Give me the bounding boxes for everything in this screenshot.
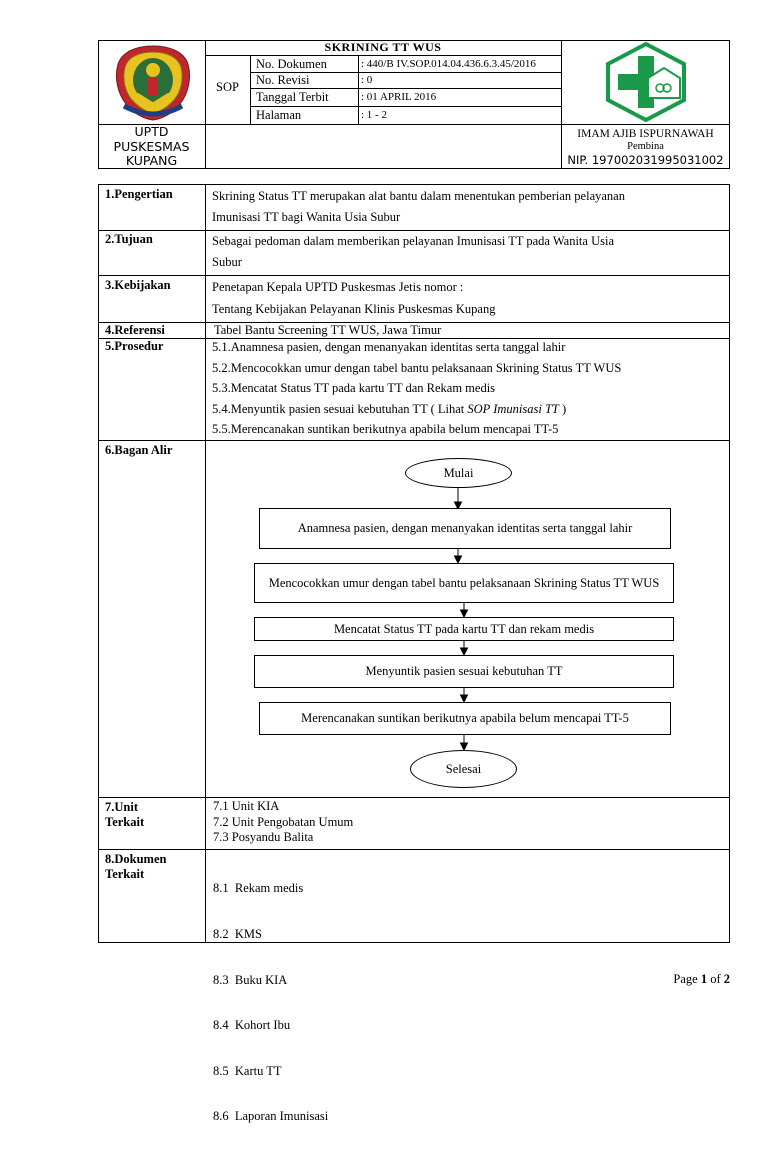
signer-role: Pembina	[627, 141, 664, 152]
signer-block: IMAM AJIB ISPURNAWAH Pembina NIP. 197002…	[561, 127, 730, 168]
kebijakan-line-2: Tentang Kebijakan Pelayanan Klinis Puske…	[212, 302, 496, 316]
flowchart-step-1: Anamnesa pasien, dengan menanyakan ident…	[259, 508, 671, 549]
field-value-halaman: : 1 - 2	[361, 109, 387, 121]
prosedur-step-4: 5.4.Menyuntik pasien sesuai kebutuhan TT…	[212, 399, 724, 420]
field-label-no-dokumen: No. Dokumen	[256, 57, 327, 71]
page-prefix: Page	[673, 972, 701, 986]
prosedur-step-5: 5.5.Merencanakan suntikan berikutnya apa…	[212, 422, 559, 437]
org-name-line-2: PUSKESMAS	[113, 138, 190, 154]
kebijakan-line-1: Penetapan Kepala UPTD Puskesmas Jetis no…	[212, 280, 464, 294]
document-title: SKRINING TT WUS	[324, 40, 442, 54]
section-label-pengertian: 1.Pengertian	[105, 187, 173, 201]
field-label-tanggal-terbit: Tanggal Terbit	[256, 90, 329, 104]
flowchart-arrows	[453, 488, 469, 752]
section-text-tujuan: Sebagai pedoman dalam memberikan pelayan…	[212, 231, 724, 273]
page-total: 2	[723, 972, 730, 986]
field-value-no-revisi: : 0	[361, 74, 373, 86]
org-name-line-3: KUPANG	[125, 153, 178, 168]
section-label-kebijakan: 3.Kebijakan	[105, 278, 171, 292]
prosedur-step-4-suffix: )	[558, 401, 567, 416]
field-value-no-dokumen: : 440/B IV.SOP.014.04.436.6.3.45/2016	[361, 58, 536, 70]
dokumen-terkait-item: 8.4 Kohort Ibu	[213, 1018, 291, 1033]
flowchart-start: Mulai	[405, 458, 512, 488]
flowchart-end: Selesai	[410, 750, 517, 788]
section-text-kebijakan: Penetapan Kepala UPTD Puskesmas Jetis no…	[212, 276, 724, 320]
dokumen-terkait-item: 8.2 KMS	[213, 927, 262, 942]
sop-label: SOP	[216, 80, 239, 94]
dokumen-terkait-label-line-1: 8.Dokumen	[105, 852, 167, 866]
section-label-referensi: 4.Referensi	[105, 323, 165, 337]
field-label-halaman: Halaman	[256, 108, 302, 122]
signer-name: IMAM AJIB ISPURNAWAH	[577, 128, 714, 140]
prosedur-step-2: 5.2.Mencocokkan umur dengan tabel bantu …	[212, 360, 622, 375]
unit-terkait-label-line-2: Terkait	[105, 815, 145, 829]
page-of: of	[707, 972, 724, 986]
section-label-dokumen-terkait: 8.Dokumen Terkait	[105, 852, 166, 882]
prosedur-step-4-prefix: 5.4.Menyuntik pasien sesuai kebutuhan TT…	[212, 401, 468, 416]
prosedur-step-3: 5.3.Mencatat Status TT pada kartu TT dan…	[212, 381, 496, 396]
flowchart-step-2: Mencocokkan umur dengan tabel bantu pela…	[254, 563, 674, 603]
prosedur-step-1: 5.1.Anamnesa pasien, dengan menanyakan i…	[212, 340, 566, 354]
unit-terkait-label-line-1: 7.Unit	[105, 800, 138, 814]
unit-terkait-item: 7.3 Posyandu Balita	[213, 830, 314, 844]
unit-terkait-item: 7.1 Unit KIA	[213, 799, 280, 813]
page-number: Page 1 of 2	[667, 957, 730, 987]
org-name: UPTD PUSKESMAS KUPANG	[98, 124, 205, 169]
flowchart-step-5: Merencanakan suntikan berikutnya apabila…	[259, 702, 671, 735]
tujuan-line-2: Subur	[212, 255, 242, 269]
prosedur-step-4-sop-ref: SOP Imunisasi TT	[467, 401, 559, 416]
unit-terkait-item: 7.2 Unit Pengobatan Umum	[213, 814, 354, 829]
section-label-prosedur: 5.Prosedur	[105, 339, 164, 353]
pengertian-line-2: Imunisasi TT bagi Wanita Usia Subur	[212, 210, 401, 224]
page-current: 1	[700, 972, 708, 986]
flowchart-step-3: Mencatat Status TT pada kartu TT dan rek…	[254, 617, 674, 641]
section-text-pengertian: Skrining Status TT merupakan alat bantu …	[212, 186, 724, 228]
section-text-referensi: Tabel Bantu Screening TT WUS, Jawa Timur	[214, 323, 442, 337]
section-label-tujuan: 2.Tujuan	[105, 232, 153, 246]
dokumen-terkait-item: 8.6 Laporan Imunisasi	[213, 1109, 329, 1124]
dokumen-terkait-item: 8.1 Rekam medis	[213, 881, 304, 896]
pengertian-line-1: Skrining Status TT merupakan alat bantu …	[212, 189, 625, 203]
org-name-line-1: UPTD	[134, 124, 169, 139]
prosedur-steps: 5.1.Anamnesa pasien, dengan menanyakan i…	[212, 337, 724, 440]
field-label-no-revisi: No. Revisi	[256, 73, 310, 87]
unit-terkait-list: 7.1 Unit KIA 7.2 Unit Pengobatan Umum 7.…	[213, 799, 353, 846]
dokumen-terkait-label-line-2: Terkait	[105, 867, 145, 881]
flowchart-step-4: Menyuntik pasien sesuai kebutuhan TT	[254, 655, 674, 688]
dokumen-terkait-item: 8.3 Buku KIA	[213, 972, 288, 987]
puskesmas-cross-logo-icon	[604, 41, 688, 123]
tujuan-line-1: Sebagai pedoman dalam memberikan pelayan…	[212, 234, 614, 248]
dokumen-terkait-list: 8.1 Rekam medis 8.2 KMS 8.3 Buku KIA 8.4…	[213, 851, 328, 1155]
dokumen-terkait-item: 8.5 Kartu TT	[213, 1063, 282, 1078]
signer-nip: NIP. 197002031995031002	[567, 153, 724, 167]
section-label-unit-terkait: 7.Unit Terkait	[105, 800, 144, 830]
regency-emblem-icon	[104, 42, 202, 122]
section-label-bagan-alir: 6.Bagan Alir	[105, 443, 173, 457]
field-value-tanggal-terbit: : 01 APRIL 2016	[361, 91, 437, 103]
